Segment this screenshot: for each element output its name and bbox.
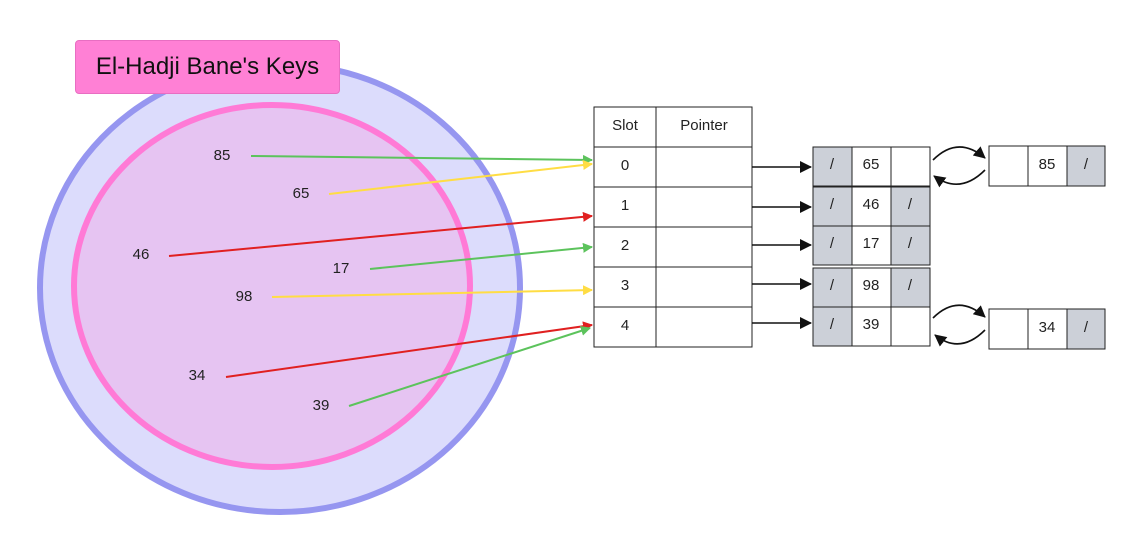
table-slot-cell — [593, 186, 657, 228]
chained-node-next-pointer: / — [1084, 156, 1089, 173]
node-next-pointer: / — [908, 235, 913, 252]
node-prev-pointer: / — [830, 196, 835, 213]
list-node: / 39 — [812, 306, 931, 347]
double-link-arrow — [934, 329, 986, 347]
node-prev-pointer: / — [830, 156, 835, 173]
key-label-46: 46 — [133, 246, 150, 263]
list-node: / 98 / — [812, 267, 931, 308]
node-prev-pointer: / — [830, 277, 835, 294]
hash-arrow-85 — [250, 154, 593, 165]
table-header-pointer-cell — [655, 106, 753, 148]
chained-node: 34 / — [988, 308, 1106, 350]
hash-arrow-34 — [225, 321, 593, 378]
table-slot-label: 4 — [621, 317, 629, 334]
hash-arrow-98 — [271, 285, 593, 298]
node-key: 39 — [863, 316, 880, 333]
table-slot-label: 1 — [621, 197, 629, 214]
hash-arrow-46 — [168, 211, 593, 257]
hash-arrow-17 — [369, 242, 593, 270]
chained-node-next-pointer: / — [1084, 319, 1089, 336]
table-pointer-cell — [655, 226, 753, 268]
list-node: / 46 / — [812, 186, 931, 227]
node-key: 17 — [863, 235, 880, 252]
node-next-pointer: / — [908, 196, 913, 213]
inner-set-circle — [71, 102, 473, 470]
table-slot-label: 3 — [621, 277, 629, 294]
hash-table: Slot Pointer 0 1 2 3 4 — [593, 106, 753, 348]
chained-node-key: 85 — [1039, 156, 1056, 173]
key-label-34: 34 — [189, 367, 206, 384]
table-pointer-cell — [655, 266, 753, 308]
node-prev-pointer: / — [830, 235, 835, 252]
table-pointer-cell — [655, 306, 753, 348]
key-label-17: 17 — [333, 260, 350, 277]
node-next-pointer: / — [908, 277, 913, 294]
double-link-arrow — [933, 169, 986, 188]
chained-node-key: 34 — [1039, 319, 1056, 336]
node-prev-pointer: / — [830, 316, 835, 333]
chained-node: 85 / — [988, 145, 1106, 187]
table-slot-label: 2 — [621, 237, 629, 254]
table-header-pointer: Pointer — [680, 117, 728, 134]
node-key: 46 — [863, 196, 880, 213]
list-node: / 17 / — [812, 225, 931, 266]
table-header-slot: Slot — [612, 117, 639, 134]
diagram-title: El-Hadji Bane's Keys — [75, 40, 340, 94]
key-label-85: 85 — [214, 147, 231, 164]
list-node: / 65 — [812, 146, 931, 187]
table-pointer-cell — [655, 186, 753, 228]
hash-arrow-39 — [348, 326, 591, 407]
double-link-arrow — [932, 304, 986, 319]
key-label-98: 98 — [236, 288, 253, 305]
node-key: 98 — [863, 277, 880, 294]
hash-arrow-65 — [328, 160, 593, 195]
table-slot-cell — [593, 306, 657, 348]
node-key: 65 — [863, 156, 880, 173]
table-slot-cell — [593, 266, 657, 308]
double-link-arrow — [932, 146, 986, 161]
key-label-65: 65 — [293, 185, 310, 202]
table-pointer-cell — [655, 146, 753, 188]
table-slot-label: 0 — [621, 157, 629, 174]
key-label-39: 39 — [313, 397, 330, 414]
